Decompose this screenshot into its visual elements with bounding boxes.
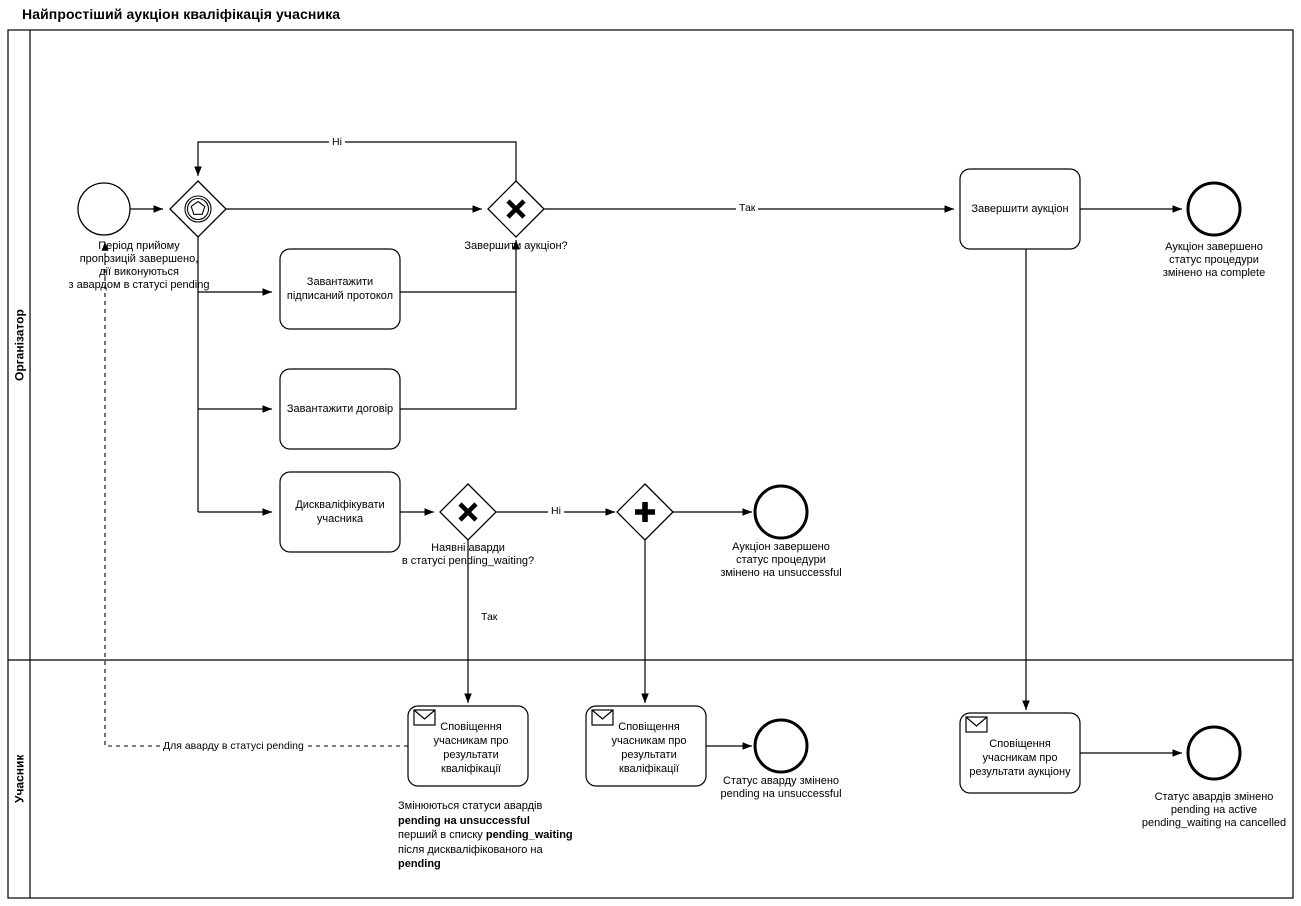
end-event-unsuccessful-circle[interactable] <box>753 484 809 540</box>
end-event-awards-active-label: Статус авардів змінено pending на active… <box>1141 791 1287 829</box>
annotation-line-5: pending <box>398 858 441 870</box>
start-event-label: Період прийому пропозицій завершено, дії… <box>68 240 210 291</box>
lane-label-organizer: Організатор <box>12 309 27 381</box>
flow-label-no-awards: Ні <box>548 505 564 517</box>
envelope-icon-notify2 <box>591 709 614 726</box>
flow-label-yes-awards: Так <box>478 611 501 623</box>
end-event-unsuccessful-label: Аукціон завершено статус процедури зміне… <box>720 541 842 579</box>
flow-tasks-to-xor <box>400 240 520 410</box>
envelope-icon-notify-results <box>965 716 988 733</box>
end-event-awards-active-circle[interactable] <box>1186 725 1242 781</box>
annotation-line-3-bold: pending_waiting <box>485 829 573 841</box>
end-event-award-unsuccessful-label: Статус аварду змінено pending на unsucce… <box>720 775 842 800</box>
start-event-circle[interactable] <box>77 182 131 236</box>
parallel-gateway-icon[interactable] <box>616 483 674 541</box>
exclusive-gateway-finish-auction[interactable] <box>487 180 545 238</box>
gateway-finish-auction-label: Завершити аукціон? <box>464 240 568 252</box>
task-disqualify-participant[interactable] <box>279 471 401 553</box>
event-based-gateway-icon[interactable] <box>169 180 227 238</box>
end-event-complete-label: Аукціон завершено статус процедури зміне… <box>1162 241 1266 279</box>
envelope-icon-notify1 <box>413 709 436 726</box>
annotation-line-3-plain: перший в списку <box>398 829 486 841</box>
exclusive-gateway-awards-pending[interactable] <box>439 483 497 541</box>
annotation-award-status: Змінюються статуси авардів pending на un… <box>398 799 628 872</box>
gateway-awards-pending-label: Наявні аварди в статусі pending_waiting? <box>401 542 535 567</box>
flow-no-loopback <box>194 141 517 185</box>
pool-frame <box>7 29 1294 899</box>
flow-label-message-pending: Для аварду в статусі pending <box>160 740 307 752</box>
annotation-line-4: після дискваліфікованого на <box>398 843 543 856</box>
flow-eventgw-branches <box>197 237 272 516</box>
annotation-line-1: Змінюються статуси авардів <box>398 800 543 812</box>
end-event-award-unsuccessful-circle[interactable] <box>753 718 809 774</box>
end-event-complete-circle[interactable] <box>1186 181 1242 237</box>
annotation-line-2: pending на unsuccessful <box>398 814 530 827</box>
task-upload-protocol[interactable] <box>279 248 401 330</box>
task-upload-contract[interactable] <box>279 368 401 450</box>
flow-label-no-loop: Ні <box>329 136 345 148</box>
lane-label-participant: Учасник <box>12 754 27 804</box>
flow-label-yes-finish: Так <box>736 202 759 214</box>
page-title: Найпростіший аукціон кваліфікація учасни… <box>22 6 341 22</box>
task-finish-auction[interactable] <box>959 168 1081 250</box>
